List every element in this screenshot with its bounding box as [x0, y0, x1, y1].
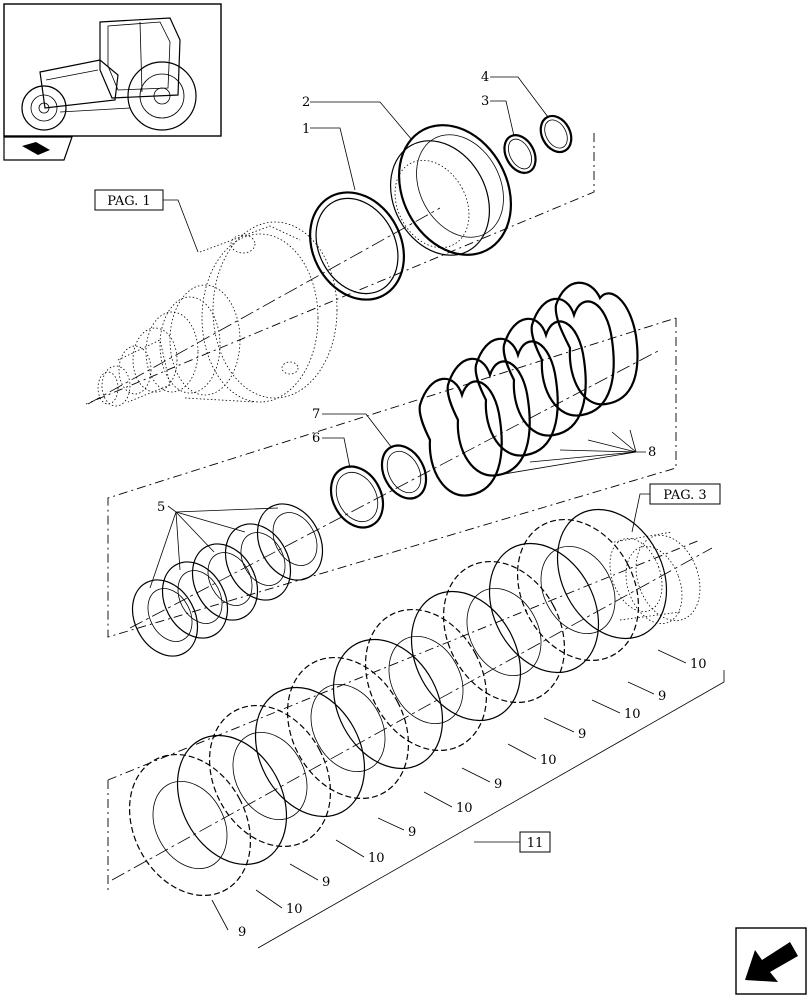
section-icon[interactable]: [3, 136, 73, 161]
callout-1: 1: [302, 122, 310, 137]
part-7-snap-ring: [380, 444, 428, 500]
callout-10-c: 10: [456, 801, 473, 816]
pag-3-label: PAG. 3: [663, 488, 706, 503]
disc-stack: [128, 508, 668, 897]
callout-5: 5: [157, 500, 165, 515]
callout-4: 4: [481, 70, 489, 85]
clutch-housing: [97, 221, 338, 407]
next-page-arrow-icon[interactable]: [735, 927, 807, 995]
pag-1-label: PAG. 1: [107, 194, 150, 209]
callout-9-b: 9: [322, 875, 330, 890]
boundary-lower: [107, 539, 701, 890]
callout-9-c: 9: [408, 825, 416, 840]
part-8-wave-springs: [418, 281, 639, 497]
group-11-bracket: [257, 670, 725, 949]
part-6-ring: [329, 465, 385, 529]
boundary-middle: [107, 317, 677, 638]
callout-6: 6: [312, 431, 320, 446]
callout-10-a: 10: [286, 902, 303, 917]
callout-9-f: 9: [658, 689, 666, 704]
callout-10-b: 10: [368, 851, 385, 866]
tractor-thumbnail: [3, 3, 222, 137]
callout-7: 7: [312, 407, 320, 422]
callout-9-e: 9: [578, 727, 586, 742]
boundary-upper: [85, 133, 595, 405]
part-1-ring: [308, 191, 406, 301]
part-3-ring: [503, 134, 537, 174]
pag-3-reference-box[interactable]: PAG. 3: [649, 483, 721, 505]
callout-10-e: 10: [624, 707, 641, 722]
group-11-reference-box[interactable]: 11: [519, 831, 551, 853]
part-4-snap-ring: [539, 114, 573, 154]
group-11-label: 11: [527, 836, 544, 851]
lower-callouts: 9 10 9 10 9 10 9 10 9 10 9 10: [211, 649, 707, 940]
hub-shaft: [609, 531, 701, 625]
callout-2: 2: [302, 95, 310, 110]
part-5-washer-stack: [131, 503, 324, 657]
callout-10-f: 10: [690, 657, 707, 672]
pag-1-reference-box[interactable]: PAG. 1: [94, 189, 164, 211]
callout-3: 3: [481, 94, 489, 109]
callout-9-d: 9: [494, 777, 502, 792]
part-2-piston: [389, 124, 513, 256]
callout-10-d: 10: [540, 753, 557, 768]
callout-9-a: 9: [238, 925, 246, 940]
callout-8: 8: [648, 445, 656, 460]
